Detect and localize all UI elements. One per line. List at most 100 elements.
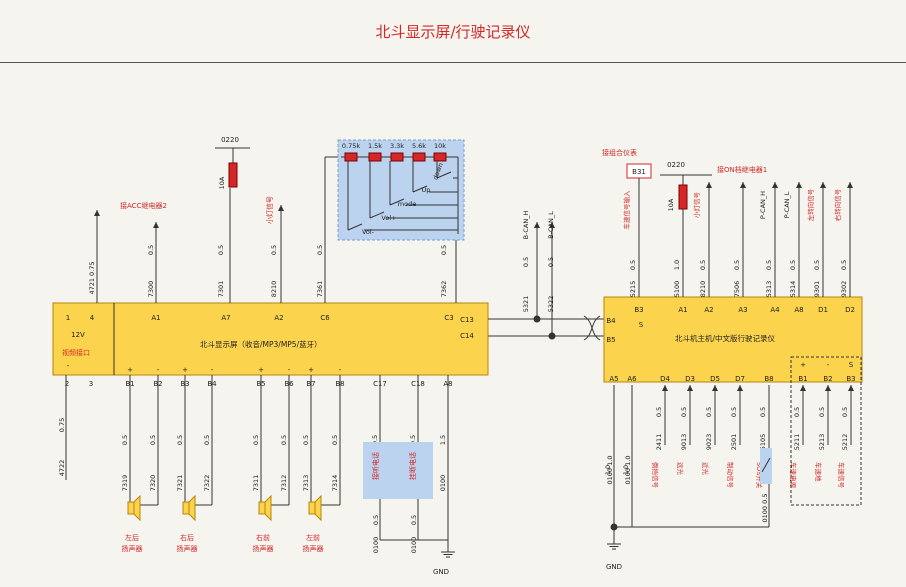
right-top-size-9302: 0.5: [840, 260, 848, 270]
left-bottom-size-7314: 0.5: [331, 435, 339, 445]
right-top-size-9301: 0.5: [813, 260, 821, 270]
sos-gnd-wire: 0100 0.5: [761, 494, 769, 523]
right-bottom-size-5212: 0.5: [841, 407, 849, 417]
pin-c14: C14: [460, 332, 474, 340]
arrow-icon: [800, 385, 806, 391]
left-bottom-size-7332: 0.5: [409, 435, 417, 445]
speaker-label-3: 扬声器: [303, 544, 324, 553]
right-bottom-wire-5105: 5105: [759, 434, 767, 451]
right-bottom-size-5105: 0.5: [759, 407, 767, 417]
right-top-label-B3: 车速信号输入: [622, 190, 631, 230]
right-top-size-5313: 0.5: [765, 260, 773, 270]
left-top-size-7361: 0.5: [316, 245, 324, 255]
right-bottom-label-B3: 车速信号: [837, 462, 846, 489]
left-bottom-size-7313: 0.5: [302, 435, 310, 445]
left-bottom-sign: -: [339, 366, 342, 374]
arrow-icon: [662, 385, 668, 391]
gnd-size-1: 0.5: [372, 515, 380, 525]
right-top-pin-A2: A2: [704, 306, 713, 314]
acc-relay-label: 接ACC继电器2: [120, 201, 167, 210]
speaker-label-2: 右前: [256, 533, 270, 542]
left-bottom-size-7322: 0.5: [203, 435, 211, 445]
right-bottom-wire-2501: 2501: [730, 434, 738, 451]
right-top-wire-9302: 9302: [840, 281, 848, 298]
video-pin-4: 4: [90, 314, 95, 322]
right-bottom-pin-B2: B2: [823, 375, 832, 383]
can-l-label: B-CAN_L: [547, 211, 555, 239]
speaker-icon: [188, 494, 196, 522]
right-top-label-D2: 右转向信号: [833, 188, 842, 221]
fuse-left: [228, 162, 238, 188]
right-bottom-size-9023: 0.5: [705, 407, 713, 417]
switch-arm: [412, 185, 428, 193]
right-pin-b4: B4: [606, 317, 616, 325]
right-bottom-pin-B1: B1: [798, 375, 807, 383]
resistor-value-0.75k: 0.75k: [342, 142, 360, 150]
left-unit-label: 北斗显示屏（收音/MP3/MP5/蓝牙）: [200, 339, 322, 349]
right-top-wire-8210: 8210: [699, 281, 707, 298]
right-pin-b5: B5: [606, 336, 615, 344]
speaker-icon: [133, 494, 141, 522]
right-bottom-size-9013: 0.5: [680, 407, 688, 417]
left-bottom-wire-7321: 7321: [176, 475, 184, 492]
resistor-5.6k: [412, 152, 426, 162]
right-bottom-pin-A6: A6: [627, 375, 637, 383]
arrow-icon: [820, 182, 826, 188]
arrow-icon: [712, 385, 718, 391]
speaker-label-1: 右后: [180, 533, 194, 542]
right-top-size-5215: 0.5: [629, 260, 637, 270]
switch-mode: mode: [398, 200, 416, 208]
answer-call-label: 接听电话: [371, 452, 380, 480]
resistor-10k: [433, 152, 447, 162]
left-top-pin-A1: A1: [151, 314, 160, 322]
right-top-pin-A3: A3: [738, 306, 747, 314]
right-top-pin-D2: D2: [845, 306, 855, 314]
left-bottom-wire-7322: 7322: [203, 475, 211, 492]
right-bottom-pin-D7: D7: [735, 375, 745, 383]
left-bottom-size-7321: 0.5: [176, 435, 184, 445]
right-bottom-wire-5213: 5213: [818, 434, 826, 451]
arrow-icon: [796, 182, 802, 188]
wire-4722-size: 0.75: [58, 418, 66, 432]
gnd-size-2: 0.5: [410, 515, 418, 525]
wire-4722-label: 4722: [58, 460, 66, 477]
resistor-value-3.3k: 3.3k: [390, 142, 404, 150]
right-bottom-size-0100: 1.0: [622, 465, 630, 475]
gnd-wire-1: 0100: [372, 537, 380, 554]
junction-dot: [533, 315, 541, 323]
right-unit-box: [603, 296, 863, 383]
speed-group-box: [790, 356, 862, 506]
hangup-call-label: 挂断电话: [408, 452, 417, 480]
right-bottom-pin-D5: D5: [710, 375, 720, 383]
can-h-wire: 5321: [522, 296, 530, 313]
can-l-wire: 5322: [547, 296, 555, 313]
right-top-size-8210: 0.5: [699, 260, 707, 270]
arrow-icon: [847, 182, 853, 188]
speaker-label-0: 扬声器: [122, 544, 143, 553]
right-unit-label: 北斗机主机/中文版行驶记录仪: [675, 333, 776, 343]
sos-switch-arm: [761, 457, 771, 473]
resistor-value-10k: 10k: [434, 142, 446, 150]
right-bottom-wire-9013: 9013: [680, 434, 688, 451]
right-bottom-pin-A5: A5: [609, 375, 618, 383]
right-top-label-A8: P-CAN_L: [783, 191, 791, 218]
speaker-icon: [127, 501, 135, 515]
arrow-icon: [278, 205, 284, 211]
left-top-pin-A2: A2: [274, 314, 283, 322]
resistor-0.75k: [344, 152, 358, 162]
left-bottom-size-0100: 1.5: [439, 435, 447, 445]
fuse-right: [678, 184, 688, 210]
pin-c13: C13: [460, 316, 474, 324]
fuse-left-value: 0220: [221, 136, 239, 144]
page-title: 北斗显示屏/行驶记录仪: [375, 22, 531, 41]
can-h-label: B-CAN_H: [522, 210, 530, 239]
a6-wire: 0100 1.0: [624, 456, 632, 485]
right-top-wire-7506: 7506: [733, 281, 741, 298]
right-top-size-5100: 1.0: [673, 260, 681, 270]
left-bottom-size-7319: 0.5: [121, 435, 129, 445]
right-bottom-label-D3: 远光: [676, 462, 685, 476]
right-bottom-size-5213: 0.5: [818, 407, 826, 417]
right-bottom-size-2501: 0.5: [730, 407, 738, 417]
right-top-pin-A4: A4: [770, 306, 780, 314]
fuse-right-value: 0220: [667, 161, 685, 169]
